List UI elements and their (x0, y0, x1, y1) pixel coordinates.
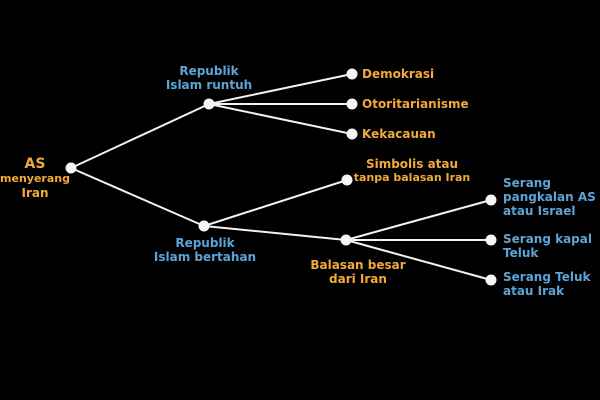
label-symbolic: Simbolis atau tanpa balasan Iran (354, 157, 471, 185)
label-line: Serang (503, 176, 551, 190)
edge-major-bases (345, 199, 492, 241)
edge-survive-major (203, 225, 347, 241)
edge-root-collapse (70, 103, 210, 169)
edge-root-survive (70, 167, 205, 227)
label-line: Serang kapal (503, 232, 592, 246)
node-survive (198, 220, 210, 232)
label-line: Iran (21, 186, 49, 200)
node-ships (485, 234, 497, 246)
node-major (340, 234, 352, 246)
label-line: Balasan besar (310, 258, 406, 272)
label-survive: Republik Islam bertahan (154, 236, 256, 264)
label-major: Balasan besar dari Iran (310, 258, 405, 286)
node-bases (485, 194, 497, 206)
label-line: Demokrasi (362, 67, 435, 81)
label-line: tanpa balasan Iran (353, 171, 471, 184)
label-line: Islam runtuh (165, 78, 253, 92)
edge-survive-symbolic (203, 179, 348, 227)
label-line: Islam bertahan (153, 250, 257, 264)
label-line: atau Irak (503, 284, 565, 298)
label-line: Serang Teluk (503, 270, 591, 284)
label-line: menyerang (0, 172, 70, 185)
label-line: Republik (179, 64, 239, 78)
node-symbolic (341, 174, 353, 186)
label-authoritarian: Otoritarianisme (362, 97, 469, 111)
label-bases: Serang pangkalan AS atau Israel (503, 176, 596, 218)
label-line: pangkalan AS (503, 190, 596, 204)
node-democracy (346, 68, 358, 80)
label-line: Otoritarianisme (362, 97, 469, 111)
label-line: AS (24, 156, 46, 172)
node-chaos (346, 128, 358, 140)
label-line: Republik (175, 236, 235, 250)
label-root: AS menyerang Iran (0, 156, 70, 201)
node-collapse (203, 98, 215, 110)
label-ships: Serang kapal Teluk (503, 232, 592, 260)
edge-collapse-chaos (208, 103, 353, 135)
label-line: Teluk (503, 246, 539, 260)
label-gulf: Serang Teluk atau Irak (503, 270, 590, 298)
label-line: dari Iran (329, 272, 387, 286)
node-root (65, 162, 77, 174)
label-democracy: Demokrasi (362, 67, 434, 81)
node-gulf (485, 274, 497, 286)
label-line: Simbolis atau (365, 157, 459, 171)
label-chaos: Kekacauan (362, 127, 436, 141)
edge-major-gulf (345, 239, 492, 281)
label-line: Kekacauan (362, 127, 436, 141)
label-collapse: Republik Islam runtuh (166, 64, 252, 92)
label-line: atau Israel (503, 204, 576, 218)
edge-collapse-democracy (208, 73, 353, 105)
node-authoritarian (346, 98, 358, 110)
